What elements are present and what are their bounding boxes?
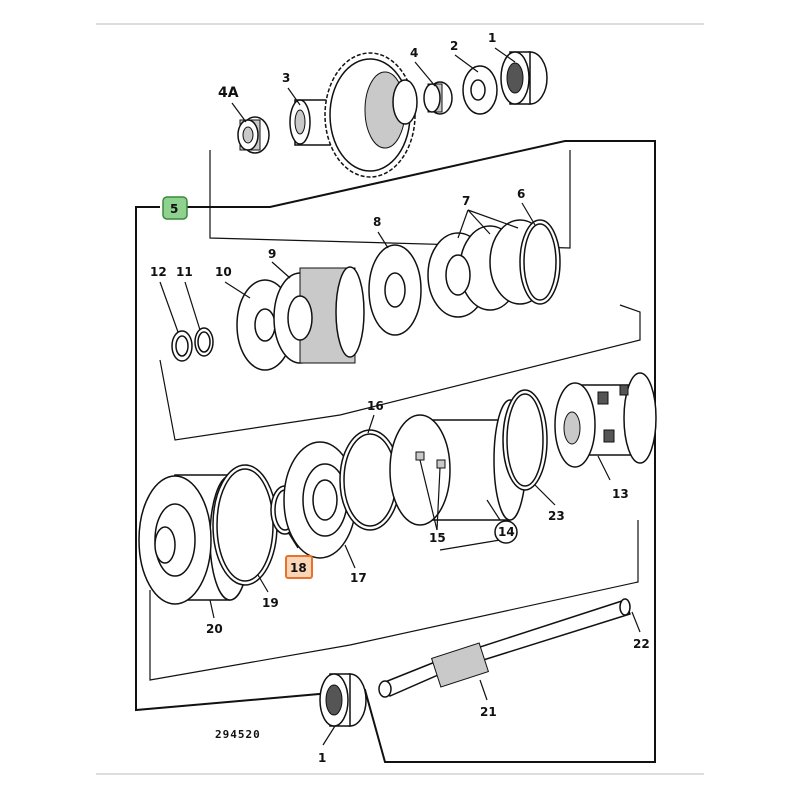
- part-11-snap-ring: [194, 327, 214, 357]
- callout-1-bottom: 1: [318, 751, 326, 765]
- callout-4a: 4A: [218, 85, 239, 101]
- callout-9: 9: [268, 247, 276, 261]
- callout-1-top: 1: [488, 31, 496, 45]
- callout-11: 11: [176, 265, 193, 279]
- part-17-piston: [283, 441, 357, 559]
- part-13-clutch-hub: [554, 372, 657, 468]
- callout-23: 23: [548, 509, 565, 523]
- part-19-seal-ring: [212, 464, 278, 586]
- middle-guide-box: [159, 304, 641, 441]
- part-6-retaining-ring: [519, 219, 561, 305]
- callout-10: 10: [215, 265, 232, 279]
- callout-2: 2: [450, 39, 458, 53]
- callout-18: 18: [290, 561, 307, 575]
- part-12-circlip: [171, 330, 193, 362]
- callout-18-highlight[interactable]: 18: [285, 555, 313, 579]
- callout-4: 4: [410, 46, 418, 60]
- part-9-clutch-pack: [273, 266, 365, 364]
- callout-14: 14: [498, 525, 515, 539]
- callout-16: 16: [367, 399, 384, 413]
- part-4a-needle-bearing: [237, 116, 270, 154]
- part-2-thrust-washer: [462, 65, 498, 115]
- part-1-roller-bearing-bottom: [319, 673, 367, 727]
- callout-3: 3: [282, 71, 290, 85]
- callout-19: 19: [262, 596, 279, 610]
- part-21-input-shaft: [378, 598, 631, 698]
- part-1-roller-bearing-top: [500, 51, 548, 105]
- part-23-seal-ring: [502, 389, 548, 491]
- callout-22: 22: [633, 637, 650, 651]
- callout-12: 12: [150, 265, 167, 279]
- callout-5-box: [162, 196, 188, 220]
- callout-21: 21: [480, 705, 497, 719]
- lower-guide-box: [149, 520, 639, 681]
- part-3-gear-shaft: [289, 52, 418, 178]
- callout-15: 15: [429, 531, 446, 545]
- callout-17: 17: [350, 571, 367, 585]
- part-4-needle-bearing: [423, 81, 453, 115]
- callout-5-highlight[interactable]: 5: [162, 196, 188, 220]
- callout-20: 20: [206, 622, 223, 636]
- callout-5: 5: [170, 202, 178, 216]
- assembly-outline: [135, 140, 656, 763]
- callout-18-box: [285, 555, 313, 579]
- callout-8: 8: [373, 215, 381, 229]
- callout-7: 7: [462, 194, 470, 208]
- part-8-tabbed-plate: [368, 244, 422, 336]
- leader-lines: [159, 47, 641, 746]
- figure-reference-number: 294520: [215, 728, 261, 741]
- callout-14-circle: 14: [494, 520, 518, 544]
- upper-guide-box: [209, 150, 571, 249]
- callout-6: 6: [517, 187, 525, 201]
- callout-13: 13: [612, 487, 629, 501]
